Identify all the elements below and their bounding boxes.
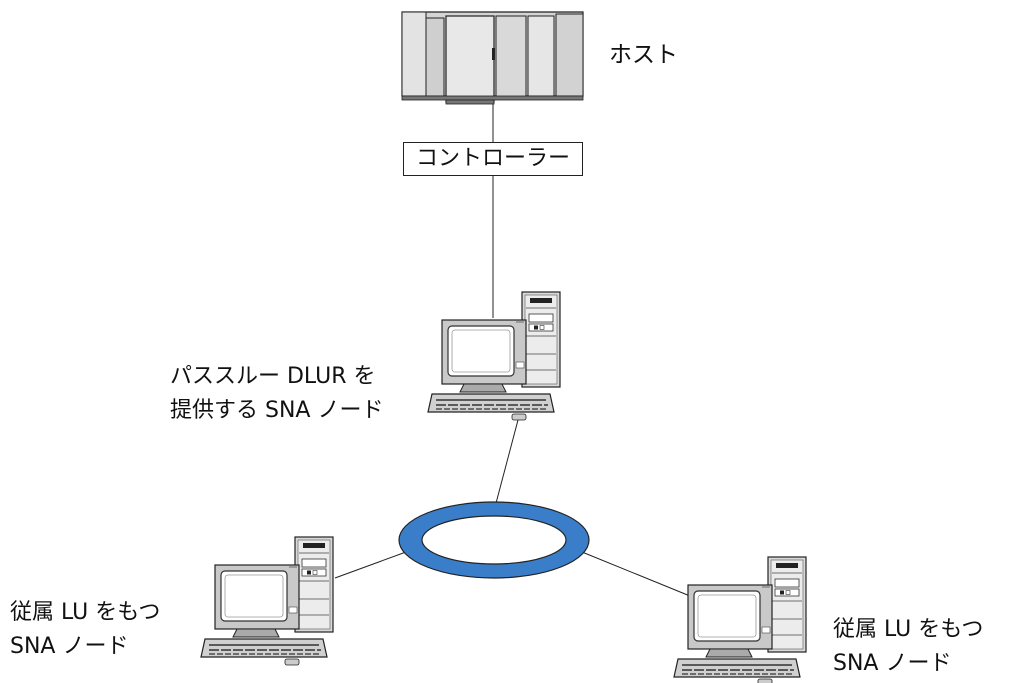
dlur-ring-link [494, 419, 519, 508]
dep-right-line1: 従属 LU をもつ [833, 617, 984, 642]
controller-box: コントローラー [403, 142, 583, 176]
ring-left-link [334, 551, 407, 579]
workstation-icon [200, 536, 334, 666]
workstation-icon [673, 556, 807, 683]
dlur-node-label: パススルー DLUR を 提供する SNA ノード [170, 360, 383, 428]
dep-left-line2: SNA ノード [10, 634, 129, 659]
host-label: ホスト [609, 42, 678, 68]
dependent-node-right-label: 従属 LU をもつ SNA ノード [833, 613, 983, 681]
dep-left-line1: 従属 LU をもつ [10, 600, 161, 625]
mainframe-icon [401, 11, 584, 105]
ring-right-link [581, 551, 691, 597]
token-ring-icon [398, 501, 590, 579]
dep-right-line2: SNA ノード [833, 651, 952, 676]
dependent-node-left-label: 従属 LU をもつ SNA ノード [10, 596, 160, 664]
controller-label: コントローラー [415, 146, 570, 171]
dlur-label-line2: 提供する SNA ノード [170, 398, 384, 423]
dlur-label-line1: パススルー DLUR を [170, 364, 376, 389]
workstation-icon [427, 291, 561, 421]
